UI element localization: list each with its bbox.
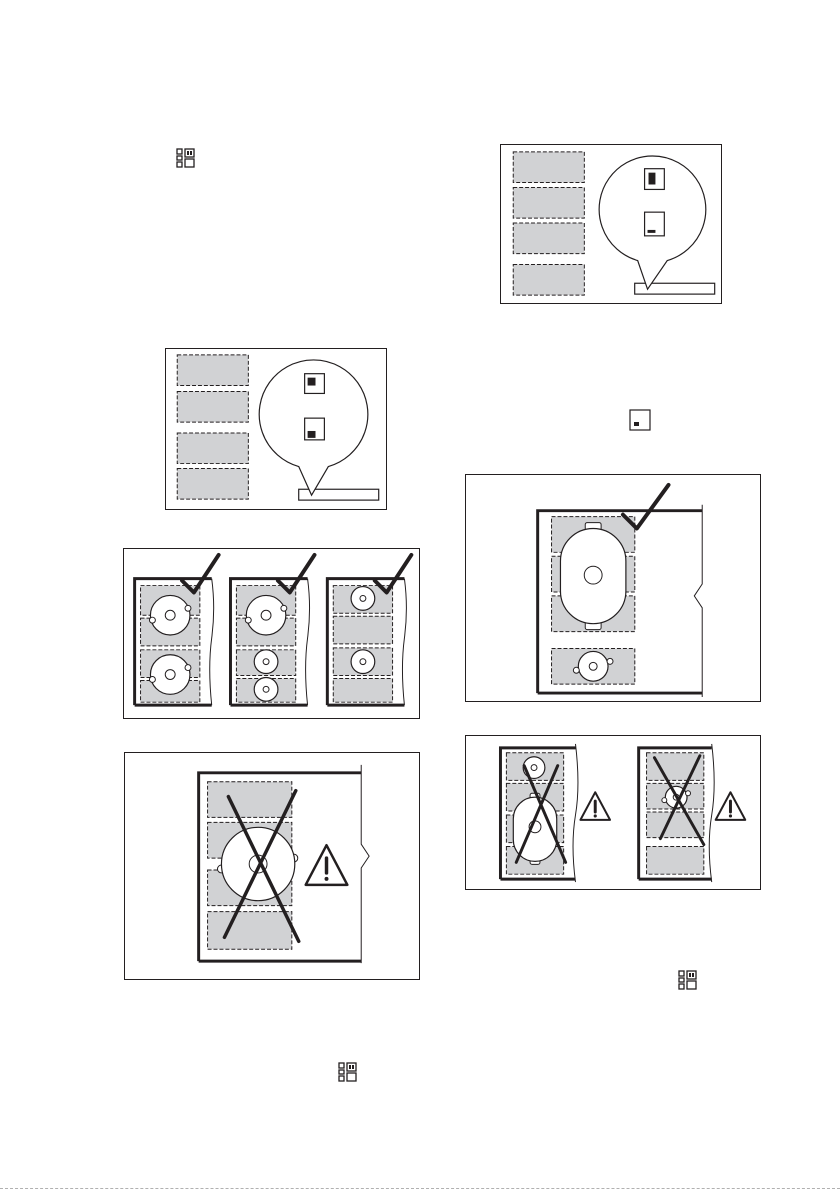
bridge-zone-symbol-icon	[176, 148, 196, 168]
page-bottom-border	[0, 1188, 840, 1189]
power-level-high-icon	[645, 169, 665, 190]
bridge-zone-symbol-icon	[678, 970, 698, 990]
power-level-low-icon	[629, 409, 651, 431]
checkmark-icon	[623, 485, 669, 529]
incorrect-large-pot-figure	[124, 752, 420, 980]
warning-triangle-icon	[716, 792, 746, 820]
power-level-medium-icon	[305, 374, 325, 394]
bridge-zone-symbol-icon	[338, 1062, 358, 1082]
warning-triangle-icon	[306, 845, 348, 885]
power-level-low-icon	[645, 212, 665, 236]
oval-pan-placement-figure	[465, 474, 761, 702]
power-level-medium-icon	[305, 418, 325, 440]
warning-triangle-icon	[580, 792, 610, 820]
correct-pot-placement-figure	[123, 548, 420, 719]
control-panel-figure-top-right	[500, 144, 722, 304]
incorrect-placements-figure	[465, 735, 761, 890]
control-panel-figure-left	[165, 348, 387, 510]
